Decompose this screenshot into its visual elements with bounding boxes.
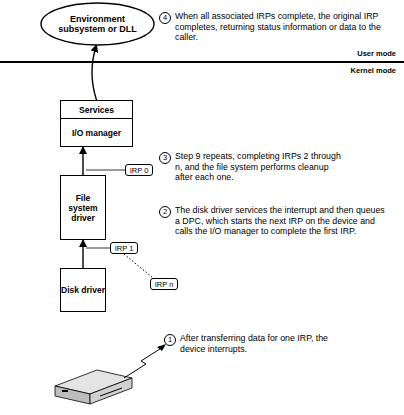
irp-tag: IRP n bbox=[150, 278, 178, 290]
node-text: IRP 0 bbox=[130, 166, 149, 175]
irp-tag: IRP 1 bbox=[110, 242, 138, 254]
mode-boundary-line bbox=[0, 61, 404, 63]
interrupt-bolt bbox=[124, 344, 166, 378]
irp-tag: IRP 0 bbox=[125, 164, 153, 176]
irp-leader-line bbox=[86, 248, 110, 249]
driver-box: File system driver bbox=[60, 175, 106, 240]
flow-arrow bbox=[82, 240, 83, 268]
callout-number: 4 bbox=[159, 12, 171, 24]
flow-arrow bbox=[82, 147, 83, 175]
node-text: IRP n bbox=[155, 280, 174, 289]
node-text: I/O manager bbox=[61, 118, 132, 146]
flow-arrow bbox=[92, 45, 97, 100]
mode-label: Kernel mode bbox=[296, 66, 396, 77]
node-text: Services bbox=[61, 101, 132, 118]
io-manager-box: ServicesI/O manager bbox=[60, 100, 133, 147]
callout-text: The disk driver services the interrupt a… bbox=[175, 205, 389, 237]
dotted-connector bbox=[124, 254, 153, 278]
callout-number: 3 bbox=[159, 152, 171, 164]
mode-label: User mode bbox=[296, 49, 396, 60]
disk-device bbox=[55, 370, 132, 404]
environment-oval: Environment subsystem or DLL bbox=[40, 2, 155, 46]
node-text: IRP 1 bbox=[115, 244, 134, 253]
callout-number: 1 bbox=[164, 334, 176, 346]
irp-leader-line bbox=[86, 170, 125, 171]
node-text: Disk driver bbox=[61, 285, 105, 295]
node-text: File system driver bbox=[61, 193, 105, 223]
driver-box: Disk driver bbox=[60, 268, 106, 312]
callout-text: After transferring data for one IRP, the… bbox=[180, 333, 355, 354]
callout-number: 2 bbox=[159, 206, 171, 218]
callout-text: Step 9 repeats, completing IRPs 2 throug… bbox=[175, 151, 343, 183]
node-text: Environment subsystem or DLL bbox=[52, 14, 144, 35]
callout-text: When all associated IRPs complete, the o… bbox=[175, 11, 387, 43]
